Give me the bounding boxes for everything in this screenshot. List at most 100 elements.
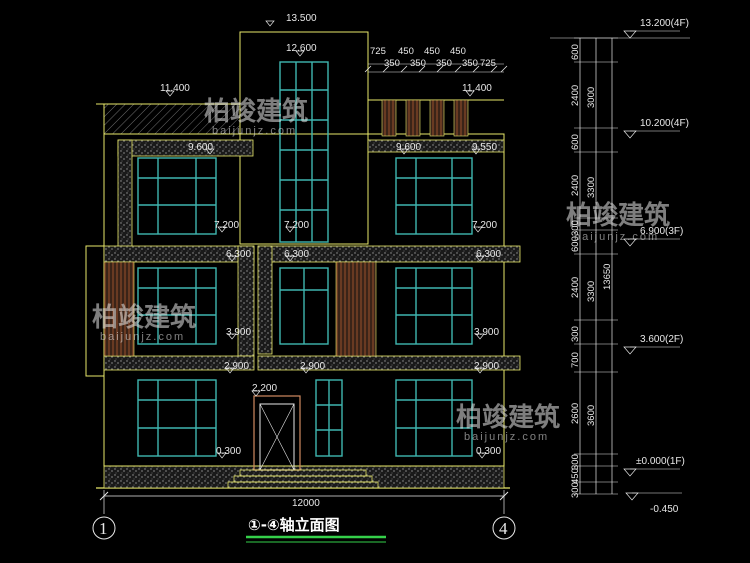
level-marker: [295, 50, 305, 57]
wood-panel-mid: [335, 261, 377, 357]
level-markers: [165, 20, 487, 459]
window-3f-left: [137, 157, 217, 235]
dim-inner: 300: [570, 220, 581, 236]
dim-tick: [500, 65, 508, 73]
level-door-top: 2.200: [252, 383, 277, 394]
level-2f-mid: 6.300: [284, 249, 309, 260]
level-marker: [227, 255, 237, 262]
watermark-4: 柏竣建筑 baijunjz.com: [456, 402, 560, 443]
window-1f-right: [395, 379, 473, 457]
svg-text:柏竣建筑: 柏竣建筑: [566, 200, 670, 231]
level-parapet-left: 11.400: [160, 83, 190, 94]
level-marker: [227, 333, 237, 340]
level-marker: [205, 148, 215, 155]
level-marker: [399, 148, 409, 155]
level-marker: [475, 255, 485, 262]
level-marker: [475, 333, 485, 340]
level-3f-left: 9.600: [188, 142, 213, 153]
level-roof-top: 13.500: [286, 13, 317, 24]
dim-outer: 3300: [586, 281, 597, 302]
right-dimension-chain: [550, 30, 690, 501]
stair-tower: [239, 31, 369, 245]
dim-inner: 300: [570, 482, 581, 498]
wood-panel-left: [103, 261, 135, 357]
level-marker: [165, 90, 175, 97]
dim-inner: 300: [570, 454, 581, 470]
axis-label-left: 1: [99, 519, 108, 538]
pergola: [368, 99, 504, 137]
level-marker: [301, 367, 311, 374]
svg-text:baijunjz.com: baijunjz.com: [464, 431, 549, 443]
level-marker: [265, 20, 275, 27]
level-marker: [217, 226, 227, 233]
level-0000: ±0.000(1F): [636, 456, 685, 467]
level-1f-right: 2.900: [474, 361, 499, 372]
axis-bubble-right: [492, 516, 516, 540]
level-marker: [475, 367, 485, 374]
sill-3f-right: 7.200: [472, 220, 497, 231]
level-marker: [285, 255, 295, 262]
entry-steps: [227, 469, 379, 489]
level-marker: [217, 452, 227, 459]
dim-inner: 2400: [570, 175, 581, 196]
dim-total: 13650: [602, 264, 613, 290]
left-parapet: [103, 103, 241, 135]
pergola-dim-bot-4: 725: [480, 58, 496, 69]
level-marker: [623, 468, 637, 477]
sill-2f-right: 3.900: [474, 327, 499, 338]
dim-inner: 2400: [570, 85, 581, 106]
window-2f-left: [137, 267, 217, 345]
windows: [137, 61, 473, 457]
pergola-dim-top-2: 450: [424, 46, 440, 57]
watermark-1: 柏竣建筑 baijunjz.com: [204, 96, 308, 137]
dim-outer: 3000: [586, 87, 597, 108]
dim-tick: [490, 65, 498, 73]
svg-text:baijunjz.com: baijunjz.com: [574, 231, 659, 243]
level-1f-mid: 2.900: [300, 361, 325, 372]
pergola-dimensions: [364, 63, 508, 73]
level-10200: 10.200(4F): [640, 118, 689, 129]
sill-2f-left: 3.900: [226, 327, 251, 338]
level-13200: 13.200(4F): [640, 18, 689, 29]
level-1f-left: 2.900: [224, 361, 249, 372]
watermark-3: 柏竣建筑 baijunjz.com: [92, 302, 196, 343]
level-parapet-right: 11.400: [462, 83, 492, 94]
watermark-2: 柏竣建筑 baijunjz.com: [566, 200, 670, 243]
level-3600: 3.600(2F): [640, 334, 683, 345]
dim-inner: 450: [570, 468, 581, 484]
pergola-dim-top-1: 450: [398, 46, 414, 57]
level-marker: [623, 130, 637, 139]
dim-tick: [364, 65, 372, 73]
level-marker: [625, 492, 639, 501]
level-minus-0450: -0.450: [650, 504, 679, 515]
level-marker: [285, 226, 295, 233]
level-stair-top: 12.600: [286, 43, 317, 54]
pergola-dim-bot-2: 350: [436, 58, 452, 69]
base-plinth: [103, 465, 505, 489]
dim-outer: 3300: [586, 177, 597, 198]
level-marker: [471, 148, 481, 155]
dim-tick: [382, 65, 390, 73]
dim-inner: 700: [570, 352, 581, 368]
svg-text:柏竣建筑: 柏竣建筑: [92, 302, 196, 333]
level-3f-right: 9.550: [472, 142, 497, 153]
window-1f-left: [137, 379, 217, 457]
dim-inner: 300: [570, 326, 581, 342]
dim-inner: 2600: [570, 403, 581, 424]
window-3f-right: [395, 157, 473, 235]
level-marker: [251, 390, 261, 397]
level-2f-right: 6.300: [476, 249, 501, 260]
pergola-dim-top-3: 450: [450, 46, 466, 57]
window-stair: [279, 61, 329, 243]
svg-text:baijunjz.com: baijunjz.com: [212, 125, 297, 137]
dim-inner: 2400: [570, 277, 581, 298]
drawing-title: ①-④轴立面图: [248, 516, 340, 534]
level-3f-mid: 9.600: [396, 142, 421, 153]
dim-tick: [436, 65, 444, 73]
overall-width: 12000: [292, 498, 320, 509]
svg-text:柏竣建筑: 柏竣建筑: [456, 402, 560, 433]
dim-inner: 600: [570, 236, 581, 252]
axis-bubble-left: [92, 516, 116, 540]
